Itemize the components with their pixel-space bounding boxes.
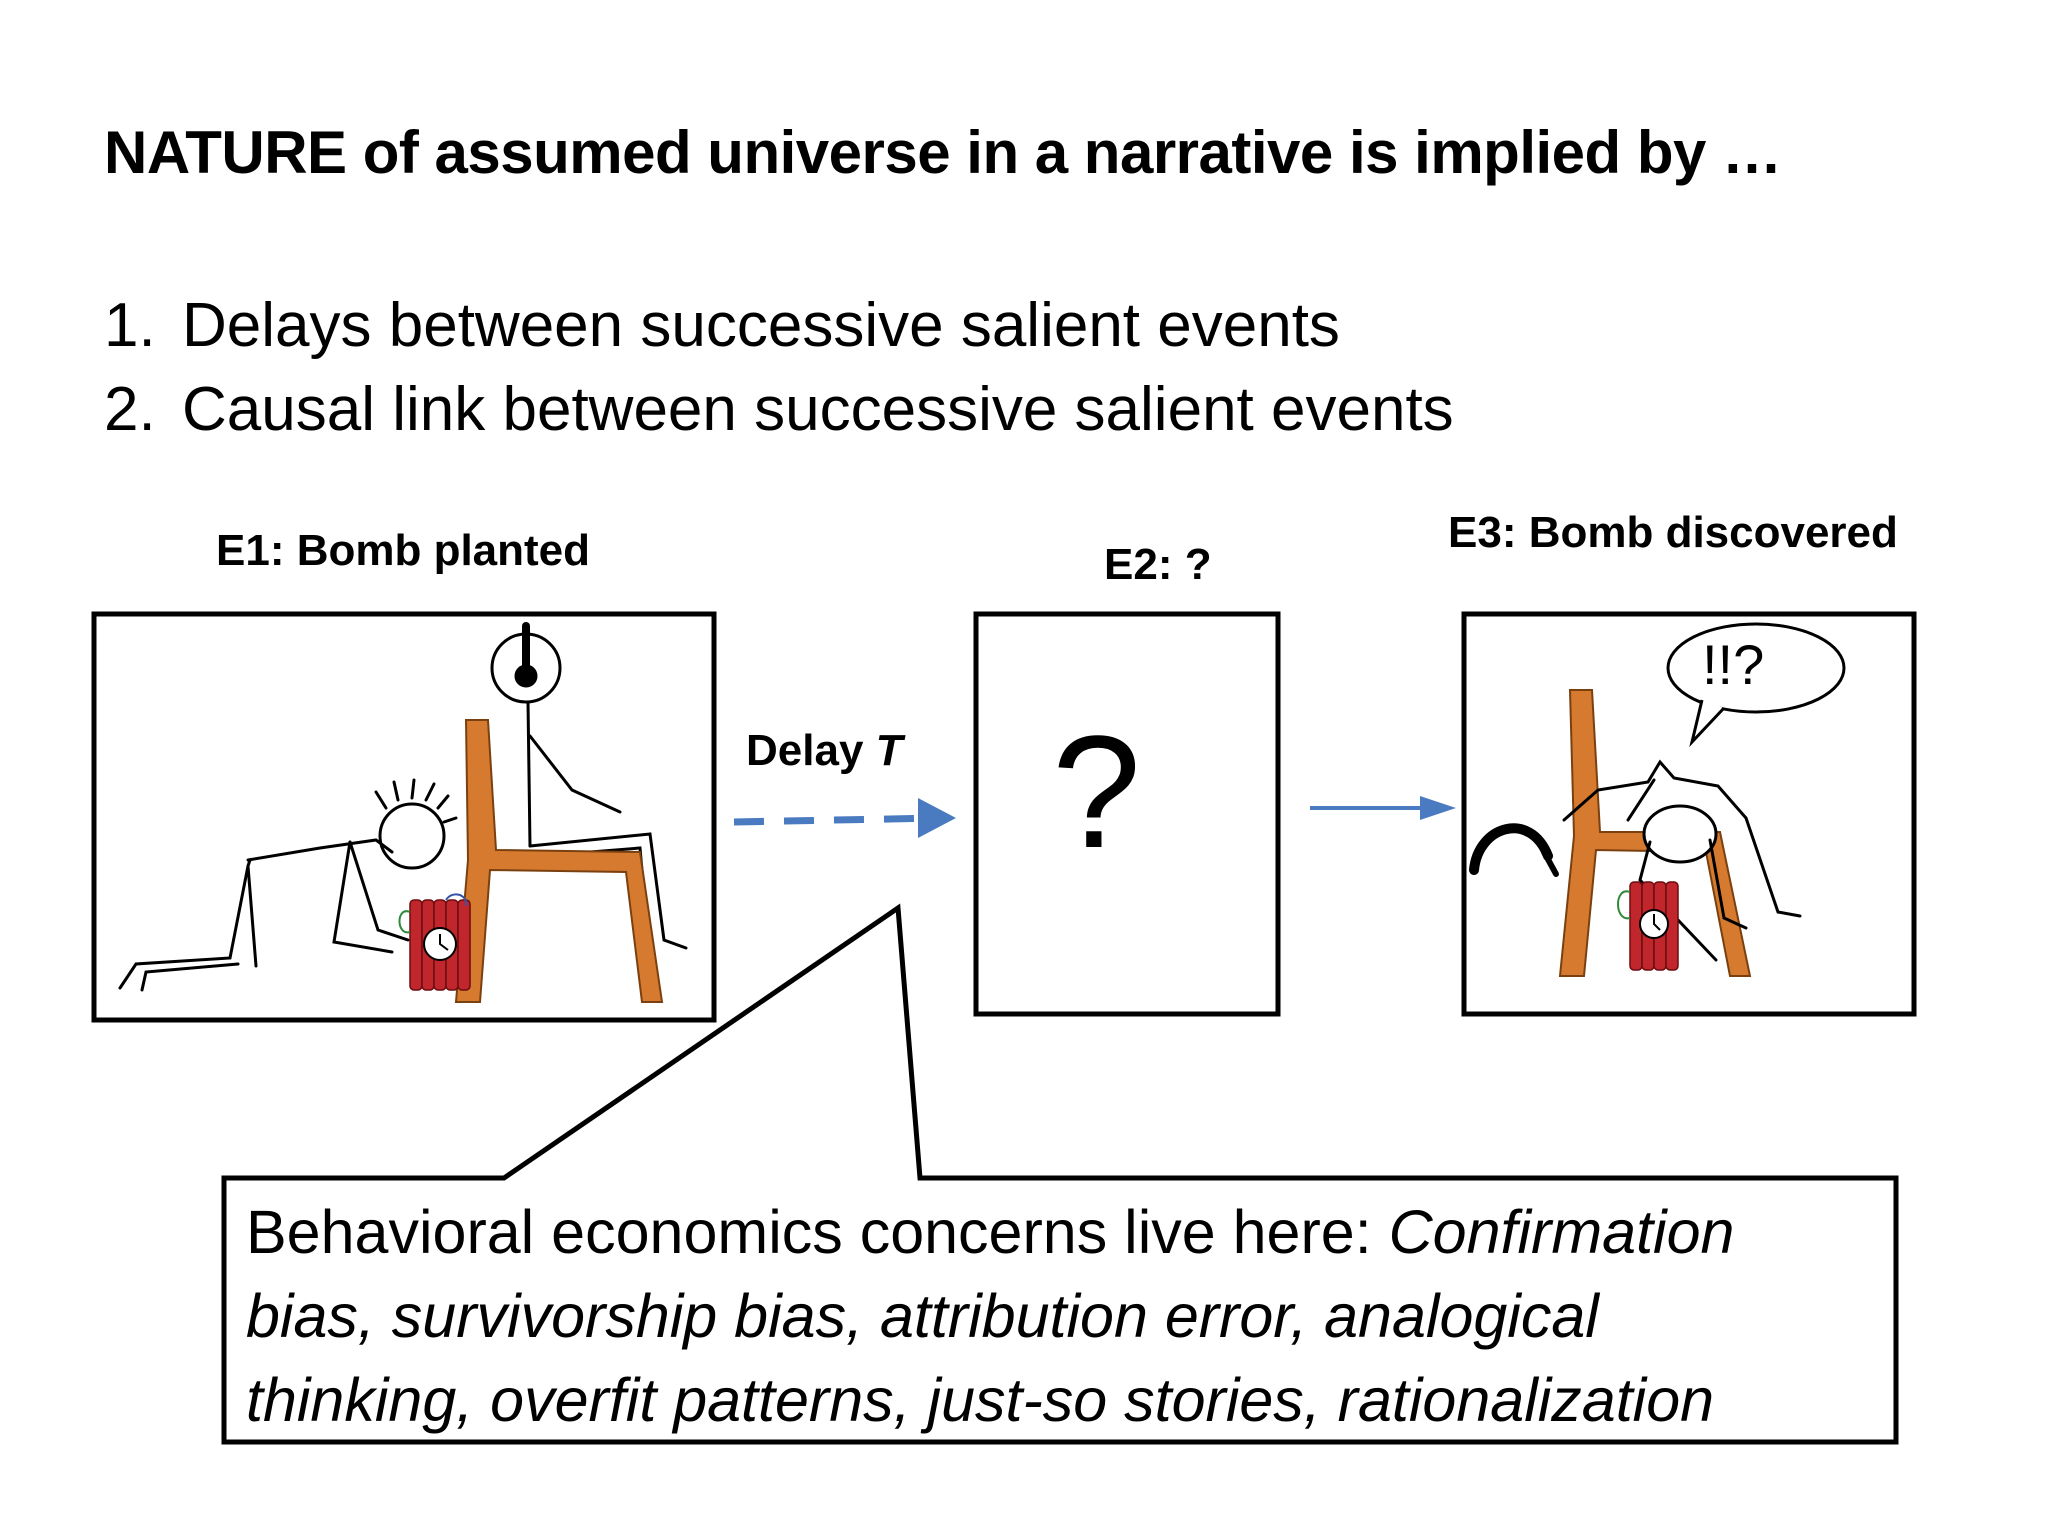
delay-arrow [733, 814, 941, 826]
delay-label: Delay T [746, 726, 903, 775]
list-text: Causal link between successive salient e… [182, 375, 1454, 444]
unknown-event-icon: ? [1052, 702, 1141, 881]
list-number: 1. [104, 291, 156, 360]
callout-line-2: bias, survivorship bias, attribution err… [246, 1282, 1599, 1350]
bomb-planted-illustration [118, 622, 688, 992]
causal-arrowhead-icon [1420, 796, 1456, 820]
speech-bubble-text: !!? [1702, 633, 1765, 696]
list-item: 1. Delays between successive salient even… [104, 284, 1454, 368]
event-1-panel [91, 611, 717, 1023]
speech-bubble-icon [1666, 622, 1846, 748]
delay-variable: T [875, 726, 903, 775]
delay-arrowhead-icon [918, 798, 956, 838]
event-3-panel [1461, 611, 1917, 1017]
list-text: Delays between successive salient events [182, 291, 1340, 360]
list-number: 2. [104, 375, 156, 444]
event-2-panel [973, 611, 1281, 1017]
discoverer-illustration [1469, 759, 1802, 962]
event-2-label: E2: ? [1104, 540, 1212, 589]
chair-icon [454, 719, 664, 1003]
slide-title: NATURE of assumed universe in a narrativ… [104, 119, 1782, 186]
callout-line-1: Behavioral economics concerns live here:… [246, 1198, 1735, 1266]
event-1-label: E1: Bomb planted [216, 526, 591, 575]
list-item: 2. Causal link between successive salient… [104, 368, 1454, 452]
bomb-icon [1617, 881, 1679, 971]
event-3-label: E3: Bomb discovered [1448, 508, 1898, 557]
callout-box [221, 903, 1899, 1445]
callout-line-3: thinking, overfit patterns, just-so stor… [246, 1366, 1715, 1434]
bomb-icon [398, 893, 471, 991]
numbered-list: 1. Delays between successive salient even… [104, 284, 1454, 452]
callout-text: Behavioral economics concerns live here:… [246, 1190, 1734, 1442]
